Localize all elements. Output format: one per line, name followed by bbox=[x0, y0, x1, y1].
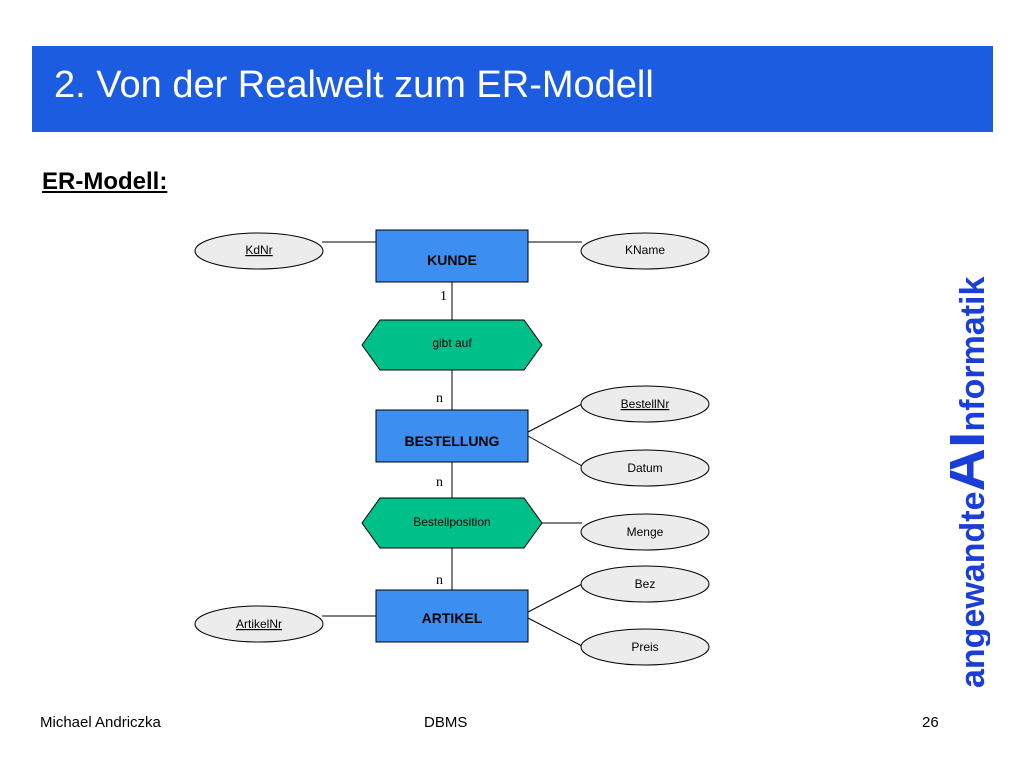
angewandte-informatik-logo: angewandteAInformatik bbox=[950, 277, 990, 688]
relationship-gibt-auf: gibt auf bbox=[361, 319, 543, 371]
attribute-label: Datum bbox=[627, 461, 662, 475]
entity-label: KUNDE bbox=[427, 252, 477, 268]
section-heading: ER-Modell: bbox=[42, 168, 168, 195]
cardinality-label: n bbox=[436, 573, 443, 588]
relationship-label: Bestellposition bbox=[413, 515, 490, 529]
attribute-preis: Preis bbox=[580, 628, 710, 666]
footer-page-number: 26 bbox=[922, 714, 939, 731]
attribute-label: KdNr bbox=[245, 243, 272, 257]
slide-title: 2. Von der Realwelt zum ER-Modell bbox=[54, 64, 654, 106]
attribute-artikelnr: ArtikelNr bbox=[194, 605, 324, 643]
attribute-label: KName bbox=[625, 243, 665, 257]
footer-course: DBMS bbox=[424, 714, 468, 731]
attribute-label: Preis bbox=[631, 640, 658, 654]
attribute-kname: KName bbox=[580, 232, 710, 270]
attribute-menge: Menge bbox=[580, 513, 710, 551]
entity-kunde: KUNDE bbox=[375, 229, 529, 283]
cardinality-label: n bbox=[436, 475, 443, 490]
attribute-label: Bez bbox=[635, 577, 656, 591]
attribute-label: ArtikelNr bbox=[236, 617, 282, 631]
attribute-kdnr: KdNr bbox=[194, 232, 324, 270]
relationship-label: gibt auf bbox=[432, 336, 472, 350]
footer-author: Michael Andriczka bbox=[40, 714, 161, 731]
entity-artikel: ARTIKEL bbox=[375, 589, 529, 643]
line-artikel-bez bbox=[527, 583, 583, 613]
attribute-bestellnr: BestellNr bbox=[580, 385, 710, 423]
entity-label: BESTELLUNG bbox=[405, 433, 500, 449]
relationship-bestellposition: Bestellposition bbox=[361, 497, 543, 549]
line-bestellung-datum bbox=[527, 435, 583, 467]
logo-text-angewandte: angewandte bbox=[954, 492, 990, 688]
attribute-label: Menge bbox=[627, 525, 664, 539]
svg-text:angewandteAInformatik: angewandteAInformatik bbox=[950, 277, 990, 688]
logo-text-informatik: nformatik bbox=[954, 277, 990, 432]
attribute-label: BestellNr bbox=[621, 397, 670, 411]
title-bar: 2. Von der Realwelt zum ER-Modell bbox=[32, 46, 993, 132]
line-bestellung-bestellnr bbox=[527, 403, 583, 433]
entity-bestellung: BESTELLUNG bbox=[375, 409, 529, 463]
connector-lines bbox=[322, 241, 583, 647]
entity-label: ARTIKEL bbox=[422, 610, 483, 626]
line-artikel-preis bbox=[527, 617, 583, 647]
cardinality-label: 1 bbox=[440, 289, 447, 304]
attribute-datum: Datum bbox=[580, 449, 710, 487]
cardinality-label: n bbox=[436, 391, 443, 406]
logo-text-ai: AI bbox=[950, 432, 990, 492]
attribute-bez: Bez bbox=[580, 565, 710, 603]
